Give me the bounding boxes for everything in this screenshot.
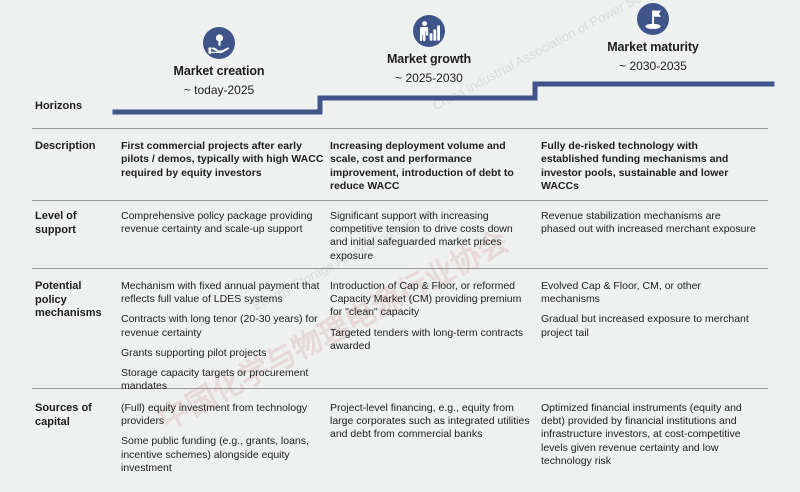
cell-capital-market-growth: Project-level financing, e.g., equity fr… <box>330 402 530 441</box>
cell-policy-market-creation: Mechanism with fixed annual payment that… <box>121 280 320 393</box>
row-divider <box>32 128 768 129</box>
row-divider <box>32 388 768 389</box>
horizon-range: ~ 2030-2035 <box>619 59 687 73</box>
row-divider <box>32 268 768 269</box>
cell-support-market-growth: Significant support with increasing comp… <box>330 210 513 262</box>
row-divider <box>32 200 768 201</box>
horizon-market-growth: Market growth ~ 2025-2030 <box>329 14 529 86</box>
cell-description-market-creation: First commercial projects after early pi… <box>121 140 324 179</box>
cell-capital-market-maturity: Optimized financial instruments (equity … <box>541 402 742 467</box>
cell-description-market-maturity: Fully de-risked technology with establis… <box>541 140 729 193</box>
horizon-range: ~ 2025-2030 <box>395 71 463 85</box>
cell-policy-market-growth: Introduction of Cap & Floor, or reformed… <box>330 280 524 352</box>
row-label-horizons: Horizons <box>35 100 83 112</box>
horizon-title: Market maturity <box>607 40 699 54</box>
horizon-title: Market growth <box>386 52 472 66</box>
horizon-market-maturity: Market maturity ~ 2030-2035 <box>553 2 753 74</box>
horizon-range: ~ today-2025 <box>183 83 255 97</box>
cell-policy-market-maturity: Evolved Cap & Floor, CM, or other mechan… <box>541 280 749 339</box>
market-creation-icon <box>202 26 236 60</box>
horizon-title: Market creation <box>173 64 265 78</box>
cell-description-market-growth: Increasing deployment volume and scale, … <box>330 140 514 193</box>
row-label-description: Description <box>35 140 96 152</box>
horizon-market-creation: Market creation ~ today-2025 <box>119 26 319 98</box>
cell-support-market-maturity: Revenue stabilization mechanisms are pha… <box>541 210 756 236</box>
cell-support-market-creation: Comprehensive policy package providing r… <box>121 210 313 236</box>
market-growth-icon <box>412 14 446 48</box>
cell-capital-market-creation: (Full) equity investment from technology… <box>121 402 309 474</box>
market-maturity-icon <box>636 2 670 36</box>
